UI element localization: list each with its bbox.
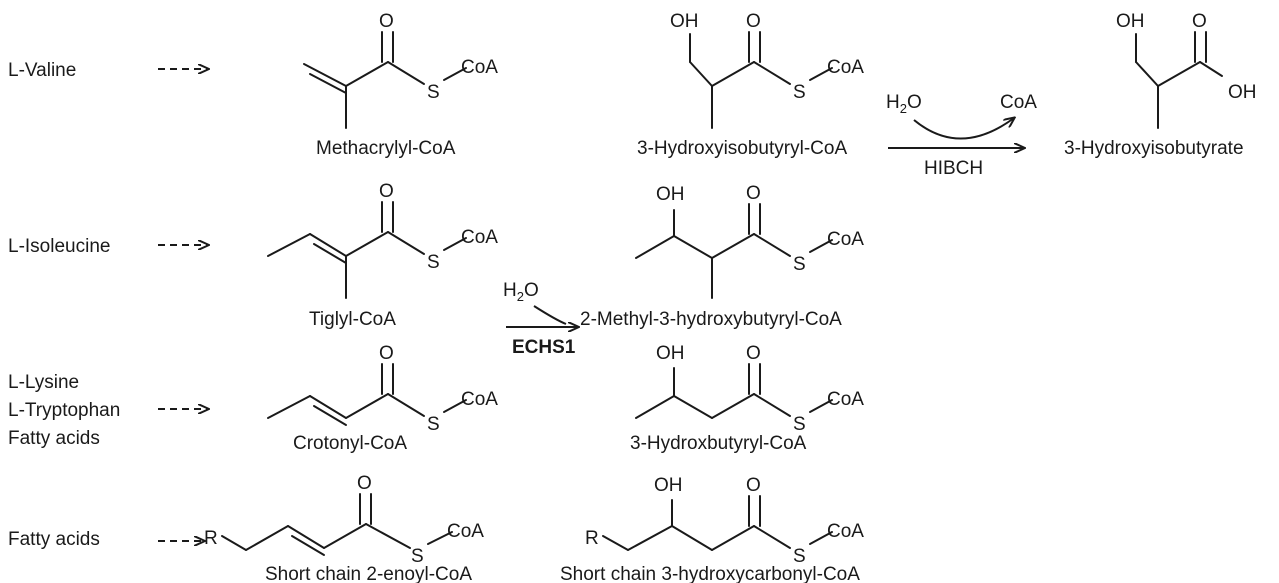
atom-s: S xyxy=(427,82,440,103)
enzyme-hibch: HIBCH xyxy=(924,158,983,179)
atom-s: S xyxy=(411,546,424,567)
atom-r: R xyxy=(585,528,599,549)
compound-enoyl-coa: Short chain 2-enoyl-CoA xyxy=(265,564,472,583)
hibch-curve-arrow xyxy=(913,118,1014,140)
atom-s: S xyxy=(427,252,440,273)
atom-s: S xyxy=(427,414,440,435)
byproduct-coa: CoA xyxy=(1000,92,1037,113)
atom-s: S xyxy=(793,82,806,103)
structure-hydroxyisobutyryl-coa: OH O S CoA xyxy=(670,11,864,129)
atom-oh: OH xyxy=(670,11,699,32)
precursor-isoleucine: L-Isoleucine xyxy=(8,236,110,257)
atom-o: O xyxy=(379,343,394,364)
reagent-water: H2O xyxy=(503,280,539,304)
atom-o: O xyxy=(746,475,761,496)
structure-tiglyl-coa: O S CoA xyxy=(267,181,498,299)
atom-coa: CoA xyxy=(461,57,498,78)
precursor-valine: L-Valine xyxy=(8,60,76,81)
atom-o: O xyxy=(379,181,394,202)
atom-oh: OH xyxy=(656,343,685,364)
atom-o: O xyxy=(746,183,761,204)
structure-methylhydroxybutyryl-coa: OH O S CoA xyxy=(635,183,864,299)
compound-hydroxycarbonyl-coa: Short chain 3-hydroxycarbonyl-CoA xyxy=(560,564,860,583)
compound-hydroxyisobutyrate: 3-Hydroxyisobutyrate xyxy=(1064,138,1244,159)
atom-o: O xyxy=(746,343,761,364)
atom-coa: CoA xyxy=(461,227,498,248)
compound-tiglyl-coa: Tiglyl-CoA xyxy=(309,309,396,330)
atom-coa: CoA xyxy=(827,521,864,542)
atom-s: S xyxy=(793,414,806,435)
atom-coa: CoA xyxy=(827,57,864,78)
atom-coa: CoA xyxy=(827,229,864,250)
atom-s: S xyxy=(793,254,806,275)
atom-coa: CoA xyxy=(461,389,498,410)
atom-oh: OH xyxy=(656,184,685,205)
atom-oh: OH xyxy=(1228,82,1257,103)
compound-hydroxbutyryl-coa: 3-Hydroxbutyryl-CoA xyxy=(630,433,807,454)
compound-methylhydroxybutyryl-coa: 2-Methyl-3-hydroxybutyryl-CoA xyxy=(580,309,842,330)
structure-hydroxycarbonyl-coa: R OH O S CoA xyxy=(585,475,864,567)
atom-s: S xyxy=(793,546,806,567)
compound-crotonyl-coa: Crotonyl-CoA xyxy=(293,433,407,454)
reagent-water: H2O xyxy=(886,92,922,116)
structure-crotonyl-coa: O S CoA xyxy=(267,343,498,435)
precursor-lysine: L-Lysine xyxy=(8,372,79,393)
atom-coa: CoA xyxy=(827,389,864,410)
structure-enoyl-coa: R O S CoA xyxy=(204,473,484,567)
atom-o: O xyxy=(746,11,761,32)
atom-oh: OH xyxy=(1116,11,1145,32)
precursor-fatty-acids-2: Fatty acids xyxy=(8,529,100,550)
reaction-hibch: H2O CoA HIBCH xyxy=(886,92,1037,179)
atom-o: O xyxy=(1192,11,1207,32)
atom-o: O xyxy=(379,11,394,32)
structure-methacrylyl-coa: O S CoA xyxy=(303,11,498,129)
reaction-echs1: H2O ECHS1 xyxy=(503,280,578,358)
water-curve-arrow xyxy=(533,305,567,325)
atom-r: R xyxy=(204,528,218,549)
compound-hydroxyisobutyryl-coa: 3-Hydroxyisobutyryl-CoA xyxy=(637,138,847,159)
atom-o: O xyxy=(357,473,372,494)
atom-oh: OH xyxy=(654,475,683,496)
precursor-fatty-acids: Fatty acids xyxy=(8,428,100,449)
structure-hydroxbutyryl-coa: OH O S CoA xyxy=(635,343,864,435)
compound-methacrylyl-coa: Methacrylyl-CoA xyxy=(316,138,456,159)
precursor-tryptophan: L-Tryptophan xyxy=(8,400,120,421)
structure-hydroxyisobutyrate: OH O OH xyxy=(1116,11,1257,129)
enzyme-echs1: ECHS1 xyxy=(512,337,576,358)
atom-coa: CoA xyxy=(447,521,484,542)
